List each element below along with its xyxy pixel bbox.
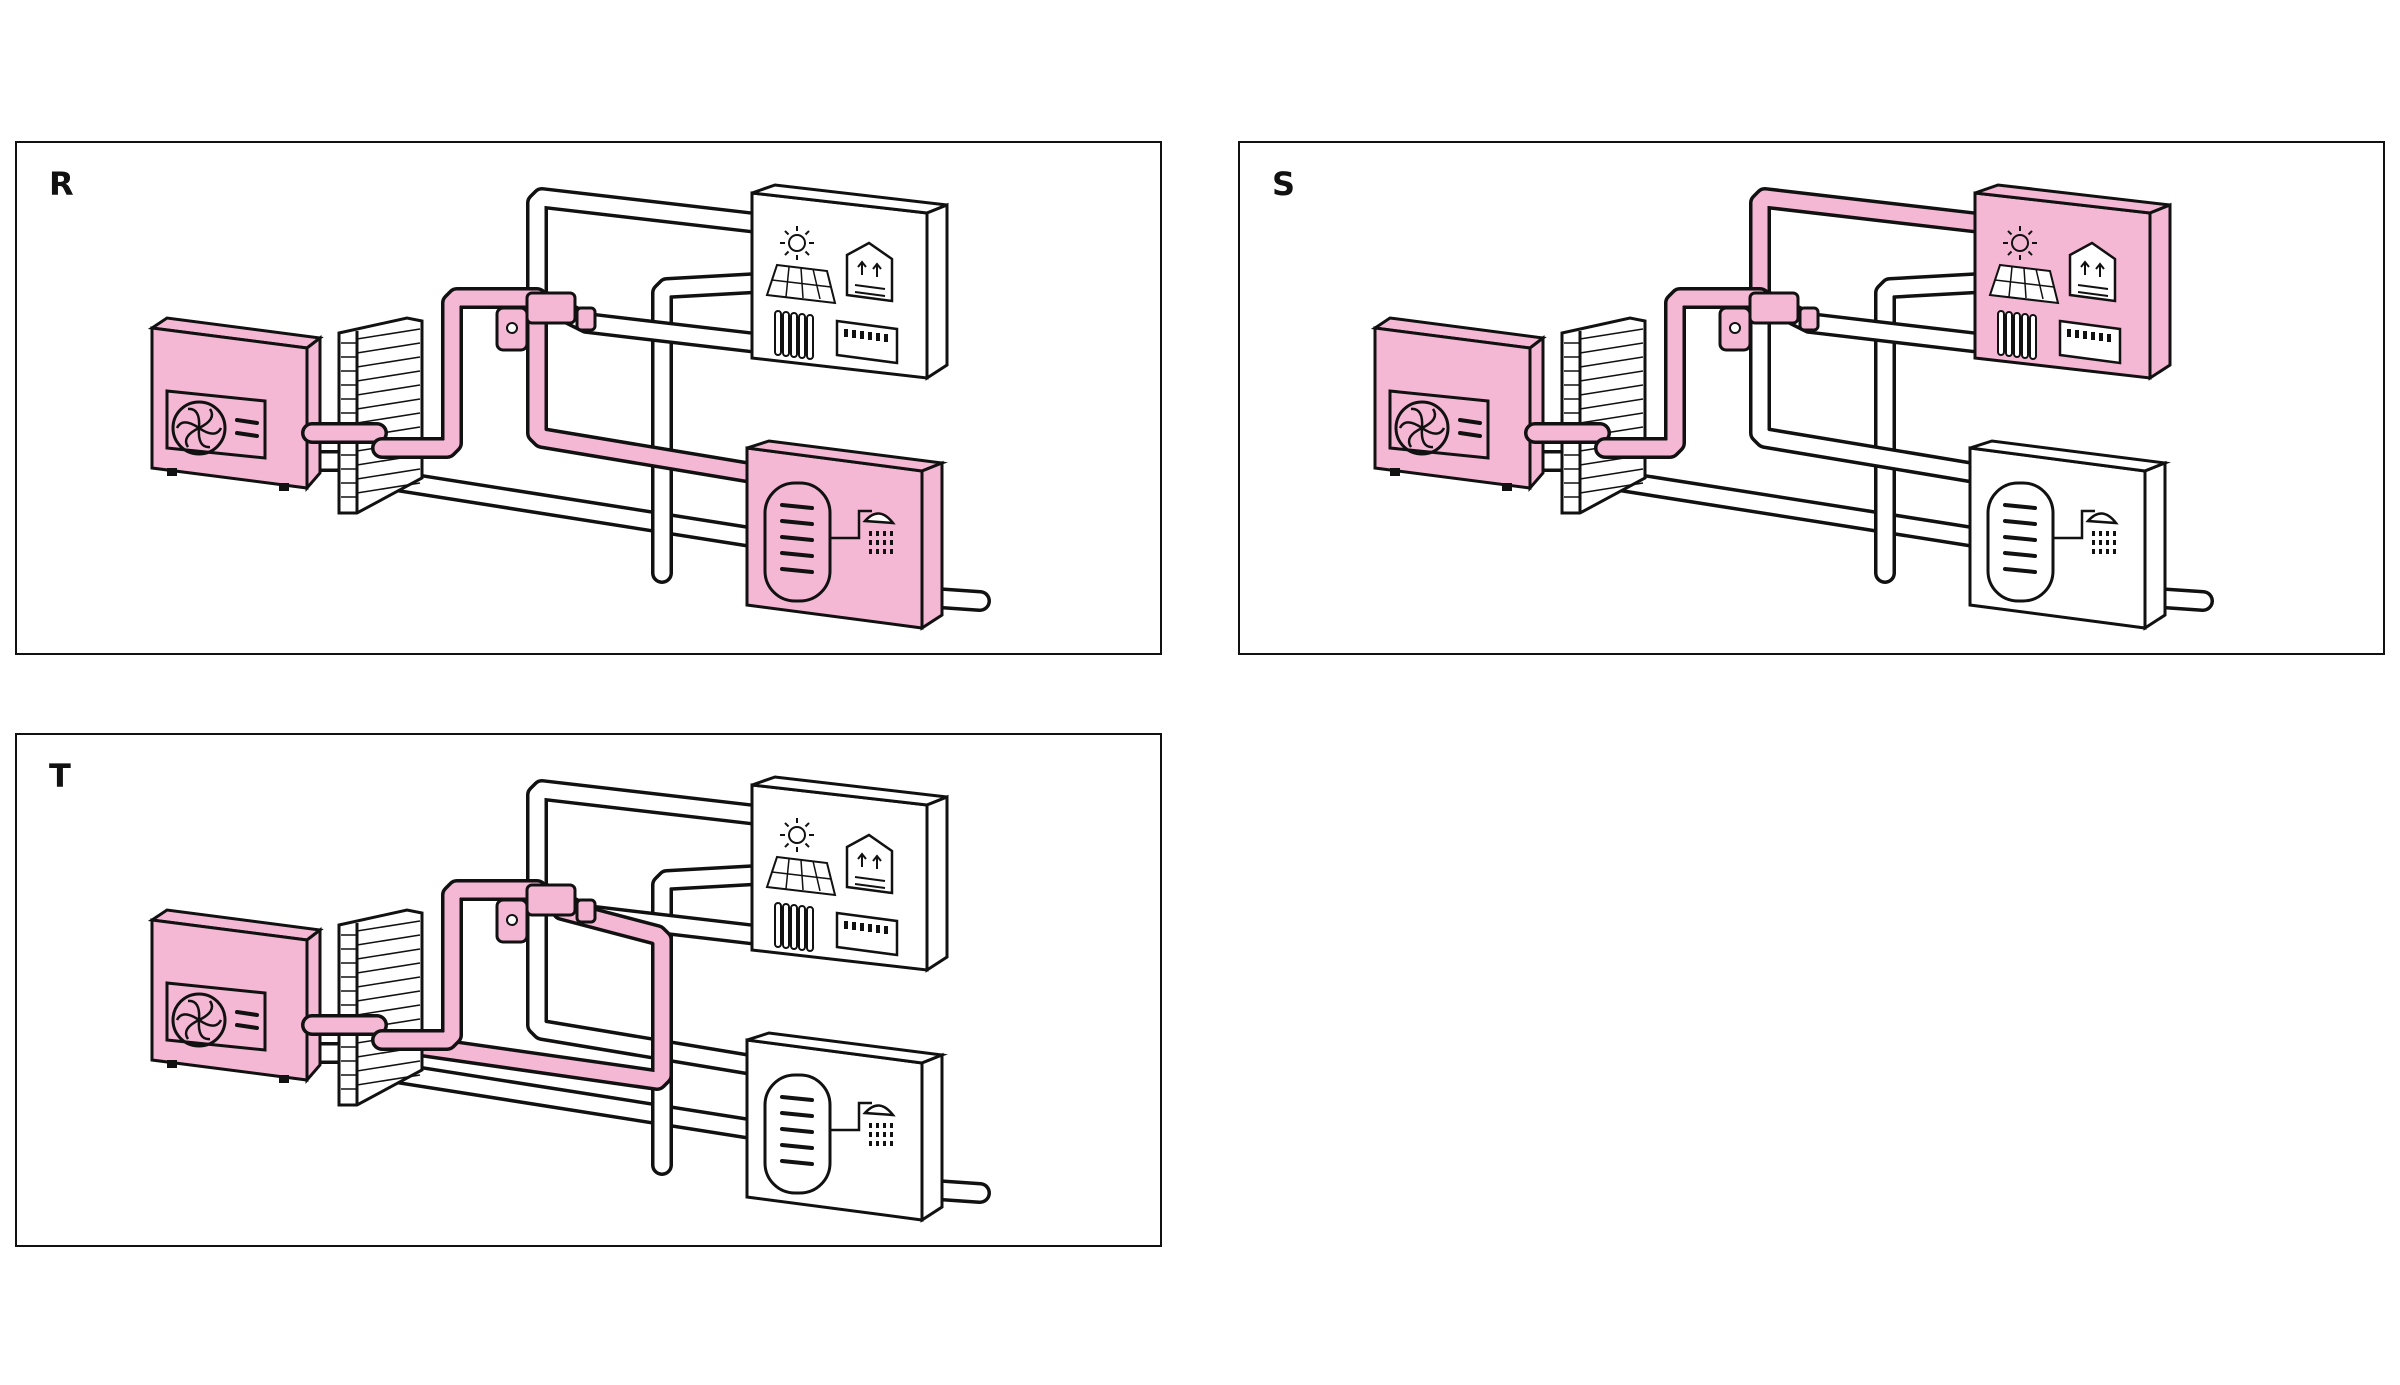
heat-pump-unit [147, 316, 324, 493]
panel-label-s: S [1272, 165, 1296, 203]
shower-icon [2052, 509, 2119, 554]
pipe-hp-riser [371, 287, 548, 459]
convector-icon [2058, 319, 2122, 365]
pipe-return [366, 1059, 768, 1141]
panel-label-r: R [49, 165, 74, 203]
fan-icon [171, 400, 227, 456]
pipe-heating-branch [526, 187, 768, 309]
sun-icon [2003, 226, 2037, 260]
panel-r: R [15, 141, 1162, 655]
pipe-tank-branch [1749, 292, 1986, 484]
pipe-return [1589, 467, 1991, 549]
solar-panel-icon [765, 263, 837, 305]
diagram-r [147, 183, 991, 631]
convector-icon [835, 319, 899, 365]
pipe-hp-riser [371, 879, 548, 1051]
hot-water-tank [1968, 439, 2171, 631]
heating-unit [1973, 183, 2172, 381]
brick-wall [337, 908, 424, 1107]
three-way-valve [495, 883, 597, 944]
house-ventilation-icon [2068, 241, 2117, 303]
fan-icon [1394, 400, 1450, 456]
pipe-tank-branch [526, 292, 763, 484]
three-way-valve [495, 291, 597, 352]
hot-water-tank [745, 439, 948, 631]
pipe-bypass-loop [366, 899, 673, 1091]
panel-t: T [15, 733, 1162, 1247]
three-way-valve [1718, 291, 1820, 352]
pipe-heating-branch [526, 779, 768, 901]
hot-water-tank [745, 1031, 948, 1223]
brick-wall [1560, 316, 1647, 515]
pipe-return [366, 467, 768, 549]
pipe-heating-branch [1749, 187, 1991, 309]
panel-label-t: T [49, 757, 71, 795]
pipe-tank-return [1874, 272, 1991, 584]
shower-icon [829, 1101, 896, 1146]
heat-pump-unit [147, 908, 324, 1085]
shower-icon [829, 509, 896, 554]
house-ventilation-icon [845, 833, 894, 895]
solar-panel-icon [1988, 263, 2060, 305]
radiator-icon [774, 310, 814, 360]
convector-icon [835, 911, 899, 957]
panel-s: S [1238, 141, 2385, 655]
fan-icon [171, 992, 227, 1048]
radiator-icon [774, 902, 814, 952]
heat-pump-unit [1370, 316, 1547, 493]
house-ventilation-icon [845, 241, 894, 303]
heating-unit [750, 183, 949, 381]
diagram-s [1370, 183, 2214, 631]
sun-icon [780, 226, 814, 260]
solar-panel-icon [765, 855, 837, 897]
heating-unit [750, 775, 949, 973]
pipe-tank-branch [526, 884, 763, 1076]
radiator-icon [1997, 310, 2037, 360]
pipe-hp-riser [1594, 287, 1771, 459]
sun-icon [780, 818, 814, 852]
brick-wall [337, 316, 424, 515]
diagram-t [147, 775, 991, 1223]
pipe-tank-return [651, 272, 768, 584]
